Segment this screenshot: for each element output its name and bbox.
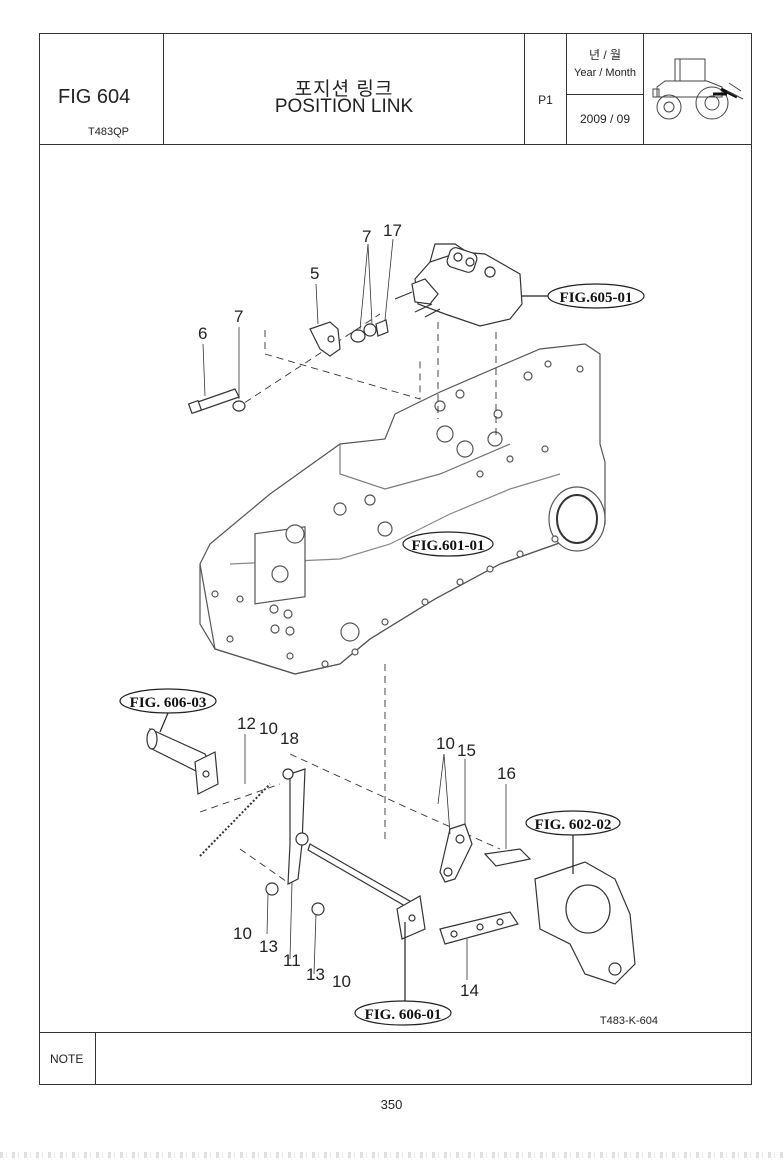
fig-number: FIG 604: [58, 86, 131, 108]
title-cell: 포지션 링크 POSITION LINK: [164, 34, 525, 144]
callout-text-60603: FIG. 606-03: [130, 695, 207, 711]
transmission-housing: [199, 343, 606, 675]
tractor-icon: [652, 58, 744, 120]
part-number-14: 14: [460, 981, 479, 1000]
washer-part-17: [375, 319, 389, 337]
collar-part-13a: [265, 882, 279, 896]
part-number-12: 12: [237, 714, 256, 733]
part-number-15: 15: [457, 741, 476, 760]
date-divider: [567, 94, 643, 95]
exploded-view-drawing: FIG.605-01 FIG.601-01 FIG. 606-03 FIG. 6…: [119, 221, 658, 1027]
part-number-13a: 13: [259, 937, 278, 956]
part-number-16: 16: [497, 764, 516, 783]
year-month-english: Year / Month: [574, 67, 636, 79]
part-number-17: 17: [383, 221, 402, 240]
page-cell: P1: [525, 34, 567, 144]
spring-part-12: [199, 783, 271, 857]
date-value: 2009 / 09: [579, 112, 631, 126]
parts-sheet: FIG 604 T483QP 포지션 링크 POSITION LINK P1 년…: [39, 33, 752, 1085]
part-number-10b: 10: [436, 734, 455, 753]
callout-text-60601: FIG. 606-01: [365, 1007, 442, 1023]
callout-fig-606-01: FIG. 606-01: [354, 922, 452, 1026]
part-number-7a: 7: [234, 307, 243, 326]
title-english: POSITION LINK: [274, 96, 414, 117]
drawing-code: T483-K-604: [600, 1015, 658, 1027]
lower-linkage-parts: [146, 728, 636, 985]
nut-part-7: [232, 400, 246, 412]
part-number-18: 18: [280, 729, 299, 748]
collar-part-13b: [311, 902, 325, 916]
fig-number-cell: FIG 604 T483QP: [40, 34, 164, 144]
tractor-icon-cell: [644, 34, 751, 144]
date-cell: 년 / 월 Year / Month 2009 / 09: [567, 34, 644, 144]
callout-text-60202: FIG. 602-02: [535, 817, 612, 833]
part-number-labels: 5 6 7 7 17 12 10 18 10 15 16 10 13 11 13…: [198, 221, 516, 1000]
callout-labels: FIG.605-01 FIG.601-01 FIG. 606-03 FIG. 6…: [119, 283, 645, 1026]
callout-fig-606-03: FIG. 606-03: [119, 688, 217, 733]
part-number-5: 5: [310, 264, 319, 283]
callout-fig-605-01: FIG.605-01: [522, 283, 645, 309]
leader-lines: [199, 313, 501, 885]
callout-text-601: FIG.601-01: [412, 538, 485, 554]
rod-606-01: [307, 843, 416, 911]
part-number-10a: 10: [259, 719, 278, 738]
pin-part-18: [282, 768, 294, 780]
year-month-korean: 년 / 월: [588, 48, 622, 62]
model-code: T483QP: [88, 126, 129, 138]
part-number-7b: 7: [362, 227, 371, 246]
part-leaders: [202, 238, 507, 980]
callout-text-605: FIG.605-01: [560, 290, 633, 306]
callout-fig-601-01: FIG.601-01: [402, 531, 494, 557]
page-number: 350: [380, 1097, 403, 1112]
part-number-6: 6: [198, 324, 207, 343]
page-label: P1: [538, 93, 553, 107]
scan-artifact-strip: [0, 1152, 783, 1158]
valve-block: [394, 243, 523, 327]
part-number-10c: 10: [233, 924, 252, 943]
part-number-11: 11: [283, 951, 301, 970]
note-label: NOTE: [50, 1052, 84, 1066]
pin-part-16: [483, 848, 532, 867]
note-label-cell: NOTE: [40, 1033, 96, 1085]
title-block: FIG 604 T483QP 포지션 링크 POSITION LINK P1 년…: [40, 34, 751, 145]
bracket-part-5: [309, 321, 341, 357]
part-number-10d: 10: [332, 972, 351, 991]
lever-part-11: [287, 768, 306, 885]
title-korean: 포지션 링크: [294, 79, 394, 100]
callout-fig-602-02: FIG. 602-02: [525, 810, 621, 874]
note-row: NOTE: [40, 1032, 751, 1085]
upper-small-parts: [187, 319, 389, 415]
part-number-13b: 13: [306, 965, 325, 984]
